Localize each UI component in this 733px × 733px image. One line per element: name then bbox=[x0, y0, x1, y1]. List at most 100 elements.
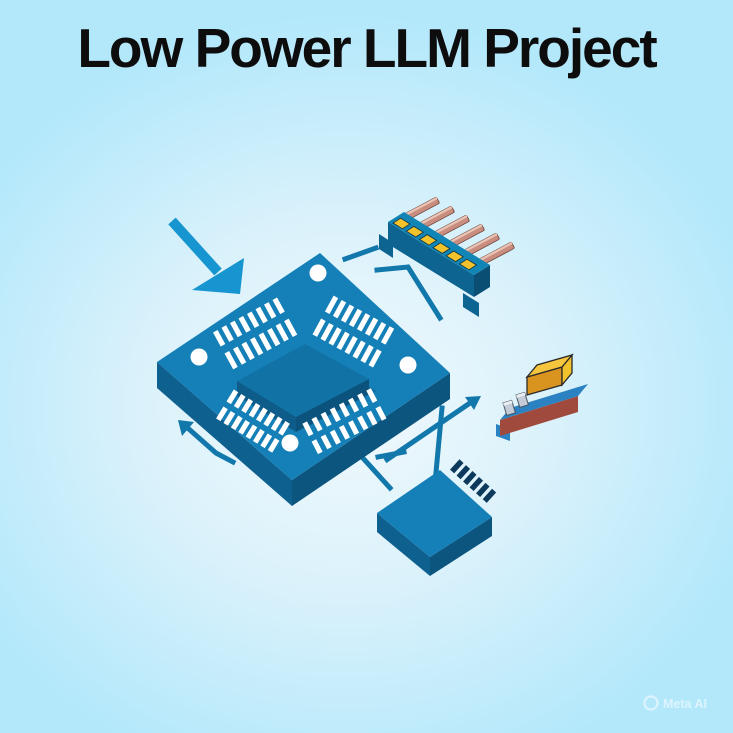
chip-pad bbox=[328, 327, 342, 346]
chip-pad bbox=[348, 308, 363, 328]
chip-pad bbox=[250, 337, 264, 356]
watermark-label: Meta AI bbox=[663, 697, 707, 711]
chip-pad bbox=[267, 438, 280, 453]
chip-pad bbox=[320, 411, 332, 427]
chip-pad bbox=[329, 407, 341, 422]
chip-pad bbox=[338, 402, 350, 418]
chip-pad-rows bbox=[213, 295, 395, 455]
chip-side-left bbox=[157, 362, 292, 506]
chip-pad bbox=[364, 317, 379, 336]
chip-pad bbox=[320, 322, 334, 342]
flow-arrow-icon bbox=[383, 396, 481, 464]
connector-gold-pads bbox=[392, 217, 478, 271]
chip-pad bbox=[332, 300, 347, 319]
board-pin bbox=[502, 399, 517, 417]
chip-pad bbox=[320, 434, 332, 450]
chip-pad bbox=[352, 340, 366, 359]
chip-pad bbox=[272, 297, 285, 315]
chip-pad bbox=[260, 433, 273, 449]
board-front-face bbox=[500, 396, 578, 436]
die-top-face bbox=[237, 344, 369, 417]
flat-chip-side-left bbox=[377, 513, 430, 576]
chip-pad bbox=[264, 302, 277, 319]
chip-pad bbox=[340, 304, 355, 323]
chip-pad bbox=[216, 406, 228, 422]
chip-pad bbox=[324, 295, 339, 314]
smd-top-face bbox=[525, 353, 574, 379]
chip-pad bbox=[368, 349, 382, 368]
chip-pad bbox=[221, 325, 234, 342]
meta-ai-watermark: Meta AI bbox=[643, 695, 707, 711]
return-arrow-icon bbox=[178, 420, 237, 466]
flat-memory-chip bbox=[377, 459, 497, 576]
chip-corner-dot bbox=[281, 434, 299, 452]
board-top-face bbox=[500, 384, 588, 420]
chip-pad bbox=[238, 420, 250, 435]
chip-pad bbox=[380, 326, 395, 345]
chip-pad bbox=[223, 411, 236, 426]
chip-pad bbox=[356, 313, 371, 332]
main-processor-chip bbox=[157, 253, 450, 506]
flat-chip-side-right bbox=[430, 517, 492, 576]
chip-pad bbox=[360, 344, 374, 364]
chip-pad bbox=[255, 407, 268, 423]
circuit-trace bbox=[374, 264, 444, 322]
circuit-trace bbox=[341, 244, 380, 263]
connector-foot bbox=[463, 293, 479, 317]
chip-pad bbox=[213, 329, 226, 347]
connector-pins bbox=[404, 196, 515, 265]
chip-pad bbox=[336, 331, 350, 351]
chip-pad bbox=[375, 406, 387, 421]
chip-pad bbox=[245, 424, 258, 440]
daughter-board-module bbox=[496, 353, 588, 441]
chip-pad bbox=[344, 336, 358, 355]
page-title: Low Power LLM Project bbox=[77, 17, 657, 79]
chip-pad bbox=[258, 332, 272, 351]
chip-pad bbox=[247, 311, 260, 328]
chip-corner-dot bbox=[309, 264, 327, 282]
chip-pad bbox=[357, 415, 369, 431]
chip-pad bbox=[270, 416, 283, 432]
pin-header-connector bbox=[379, 196, 515, 317]
chip-pad bbox=[275, 323, 289, 342]
chip-pad bbox=[230, 415, 243, 431]
chip-pad bbox=[366, 388, 378, 403]
chip-corner-dot bbox=[399, 356, 417, 374]
chip-pad bbox=[230, 320, 243, 338]
chip-pad bbox=[267, 327, 281, 347]
chip-pad bbox=[347, 397, 360, 413]
chip-pad bbox=[312, 318, 326, 337]
chip-pad bbox=[284, 318, 298, 338]
chip-pad bbox=[348, 420, 360, 436]
flat-chip-top-face bbox=[377, 470, 492, 557]
chip-pad bbox=[366, 410, 378, 426]
chip-pad bbox=[248, 403, 261, 418]
connector-end-face bbox=[474, 265, 490, 297]
chip-pad bbox=[226, 389, 239, 405]
chip-pad bbox=[329, 429, 341, 445]
chip-pad bbox=[255, 306, 268, 324]
chip-pad bbox=[338, 425, 351, 440]
chip-pad bbox=[252, 429, 265, 444]
smd-component bbox=[525, 353, 574, 396]
chip-corner-dot bbox=[190, 348, 208, 366]
chip-pad bbox=[311, 416, 323, 432]
chip-pad bbox=[241, 341, 255, 361]
chip-pad bbox=[238, 316, 251, 333]
chip-pad bbox=[233, 394, 246, 409]
meta-ai-logo-icon bbox=[643, 695, 659, 711]
chip-pad bbox=[263, 412, 276, 427]
chip-pad bbox=[224, 351, 238, 370]
chip-pad bbox=[311, 439, 323, 455]
flat-chip-pins bbox=[450, 459, 497, 503]
chip-pad bbox=[302, 421, 314, 437]
chip-pad bbox=[278, 421, 290, 436]
connector-front-face bbox=[388, 222, 474, 297]
large-pointer-arrow-icon bbox=[168, 217, 244, 294]
chip-pad bbox=[372, 321, 387, 341]
chip-side-right bbox=[292, 373, 450, 506]
connector-foot bbox=[379, 234, 393, 258]
chip-pad bbox=[233, 346, 247, 365]
